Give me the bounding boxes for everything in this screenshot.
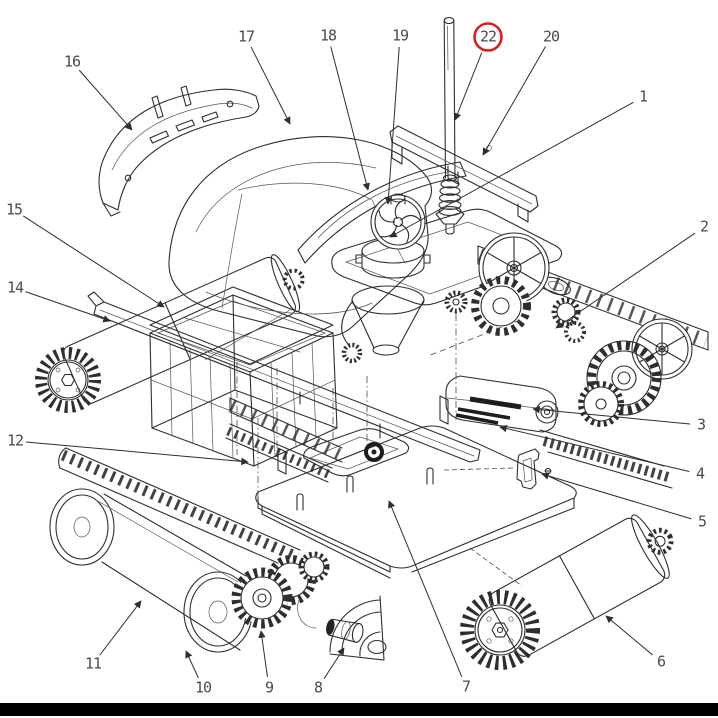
leader-line-20: [482, 46, 546, 156]
callout-label-15: 15: [6, 201, 22, 219]
callout-label-6: 6: [657, 653, 666, 671]
leader-line-17: [250, 46, 291, 125]
leader-line-3: [532, 405, 691, 425]
left-rail: [229, 397, 343, 463]
leader-line-16: [78, 69, 133, 131]
leader-line-7: [388, 500, 463, 678]
leader-line-18: [330, 46, 370, 191]
callout-label-7: 7: [462, 678, 470, 696]
leader-line-15: [22, 215, 165, 308]
leader-line-5: [541, 472, 692, 520]
bristle-disk-left: [35, 347, 101, 413]
bristle-disk-right: [460, 590, 540, 670]
leader-line-1: [389, 101, 634, 238]
hood-cover: [168, 136, 433, 338]
side-frame-rail: [477, 245, 709, 351]
leader-line-8: [323, 647, 345, 680]
highlight-circle-22: [473, 22, 503, 52]
drive-gear: [578, 381, 624, 427]
track-teeth-bottom: [539, 429, 673, 489]
leader-line-19: [384, 46, 400, 205]
callout-label-17: 17: [238, 28, 254, 46]
callout-label-4: 4: [696, 465, 705, 483]
brush-roller-left: [35, 254, 305, 413]
callout-label-8: 8: [314, 679, 323, 697]
callout-label-22: 22: [480, 28, 496, 46]
pump-volute: [341, 285, 425, 356]
callout-label-12: 12: [7, 432, 23, 450]
callout-label-16: 16: [64, 53, 81, 71]
leader-line-10: [185, 650, 199, 679]
callout-label-19: 19: [392, 27, 409, 45]
leader-line-2: [555, 232, 696, 329]
right-track-assembly: [471, 232, 709, 489]
callout-label-9: 9: [265, 679, 274, 697]
callout-label-5: 5: [698, 513, 706, 531]
cog-drum-front: [471, 276, 531, 336]
pump-motor-box: [445, 375, 559, 433]
leader-line-12: [25, 441, 249, 466]
leader-line-11: [99, 600, 142, 656]
antenna-nut: [435, 208, 465, 225]
callout-label-18: 18: [320, 27, 337, 45]
drum-roller-front: [49, 488, 247, 651]
top-cover-panel: [98, 85, 260, 217]
callout-label-11: 11: [85, 655, 102, 673]
leader-line-22: [454, 52, 483, 121]
callout-label-3: 3: [697, 416, 705, 434]
body-deck: [331, 208, 586, 364]
spoked-wheel-rear: [631, 318, 693, 380]
impeller-unit: [355, 193, 431, 279]
leader-line-6: [605, 615, 653, 656]
antenna-mast: [435, 16, 465, 235]
cog-drum-rear: [586, 340, 662, 416]
left-track-assembly: [49, 423, 333, 653]
callout-label-2: 2: [700, 218, 708, 236]
leader-line-14: [25, 291, 111, 323]
leader-line-9: [258, 630, 268, 678]
footer-bar: [0, 703, 718, 716]
callout-label-10: 10: [195, 679, 212, 697]
fender-shroud: [297, 595, 387, 661]
callout-label-14: 14: [7, 279, 24, 297]
bottom-chassis: [255, 395, 577, 661]
drive-sprockets: [231, 551, 330, 629]
callout-label-20: 20: [543, 28, 560, 46]
track-belt: [58, 423, 333, 571]
leader-line-4: [499, 424, 690, 472]
brush-roller-right: [460, 514, 674, 670]
chassis-posts: [277, 395, 449, 511]
alignment-lines: [236, 314, 523, 587]
callout-label-1: 1: [639, 88, 648, 106]
drive-motor-small: [326, 618, 364, 643]
